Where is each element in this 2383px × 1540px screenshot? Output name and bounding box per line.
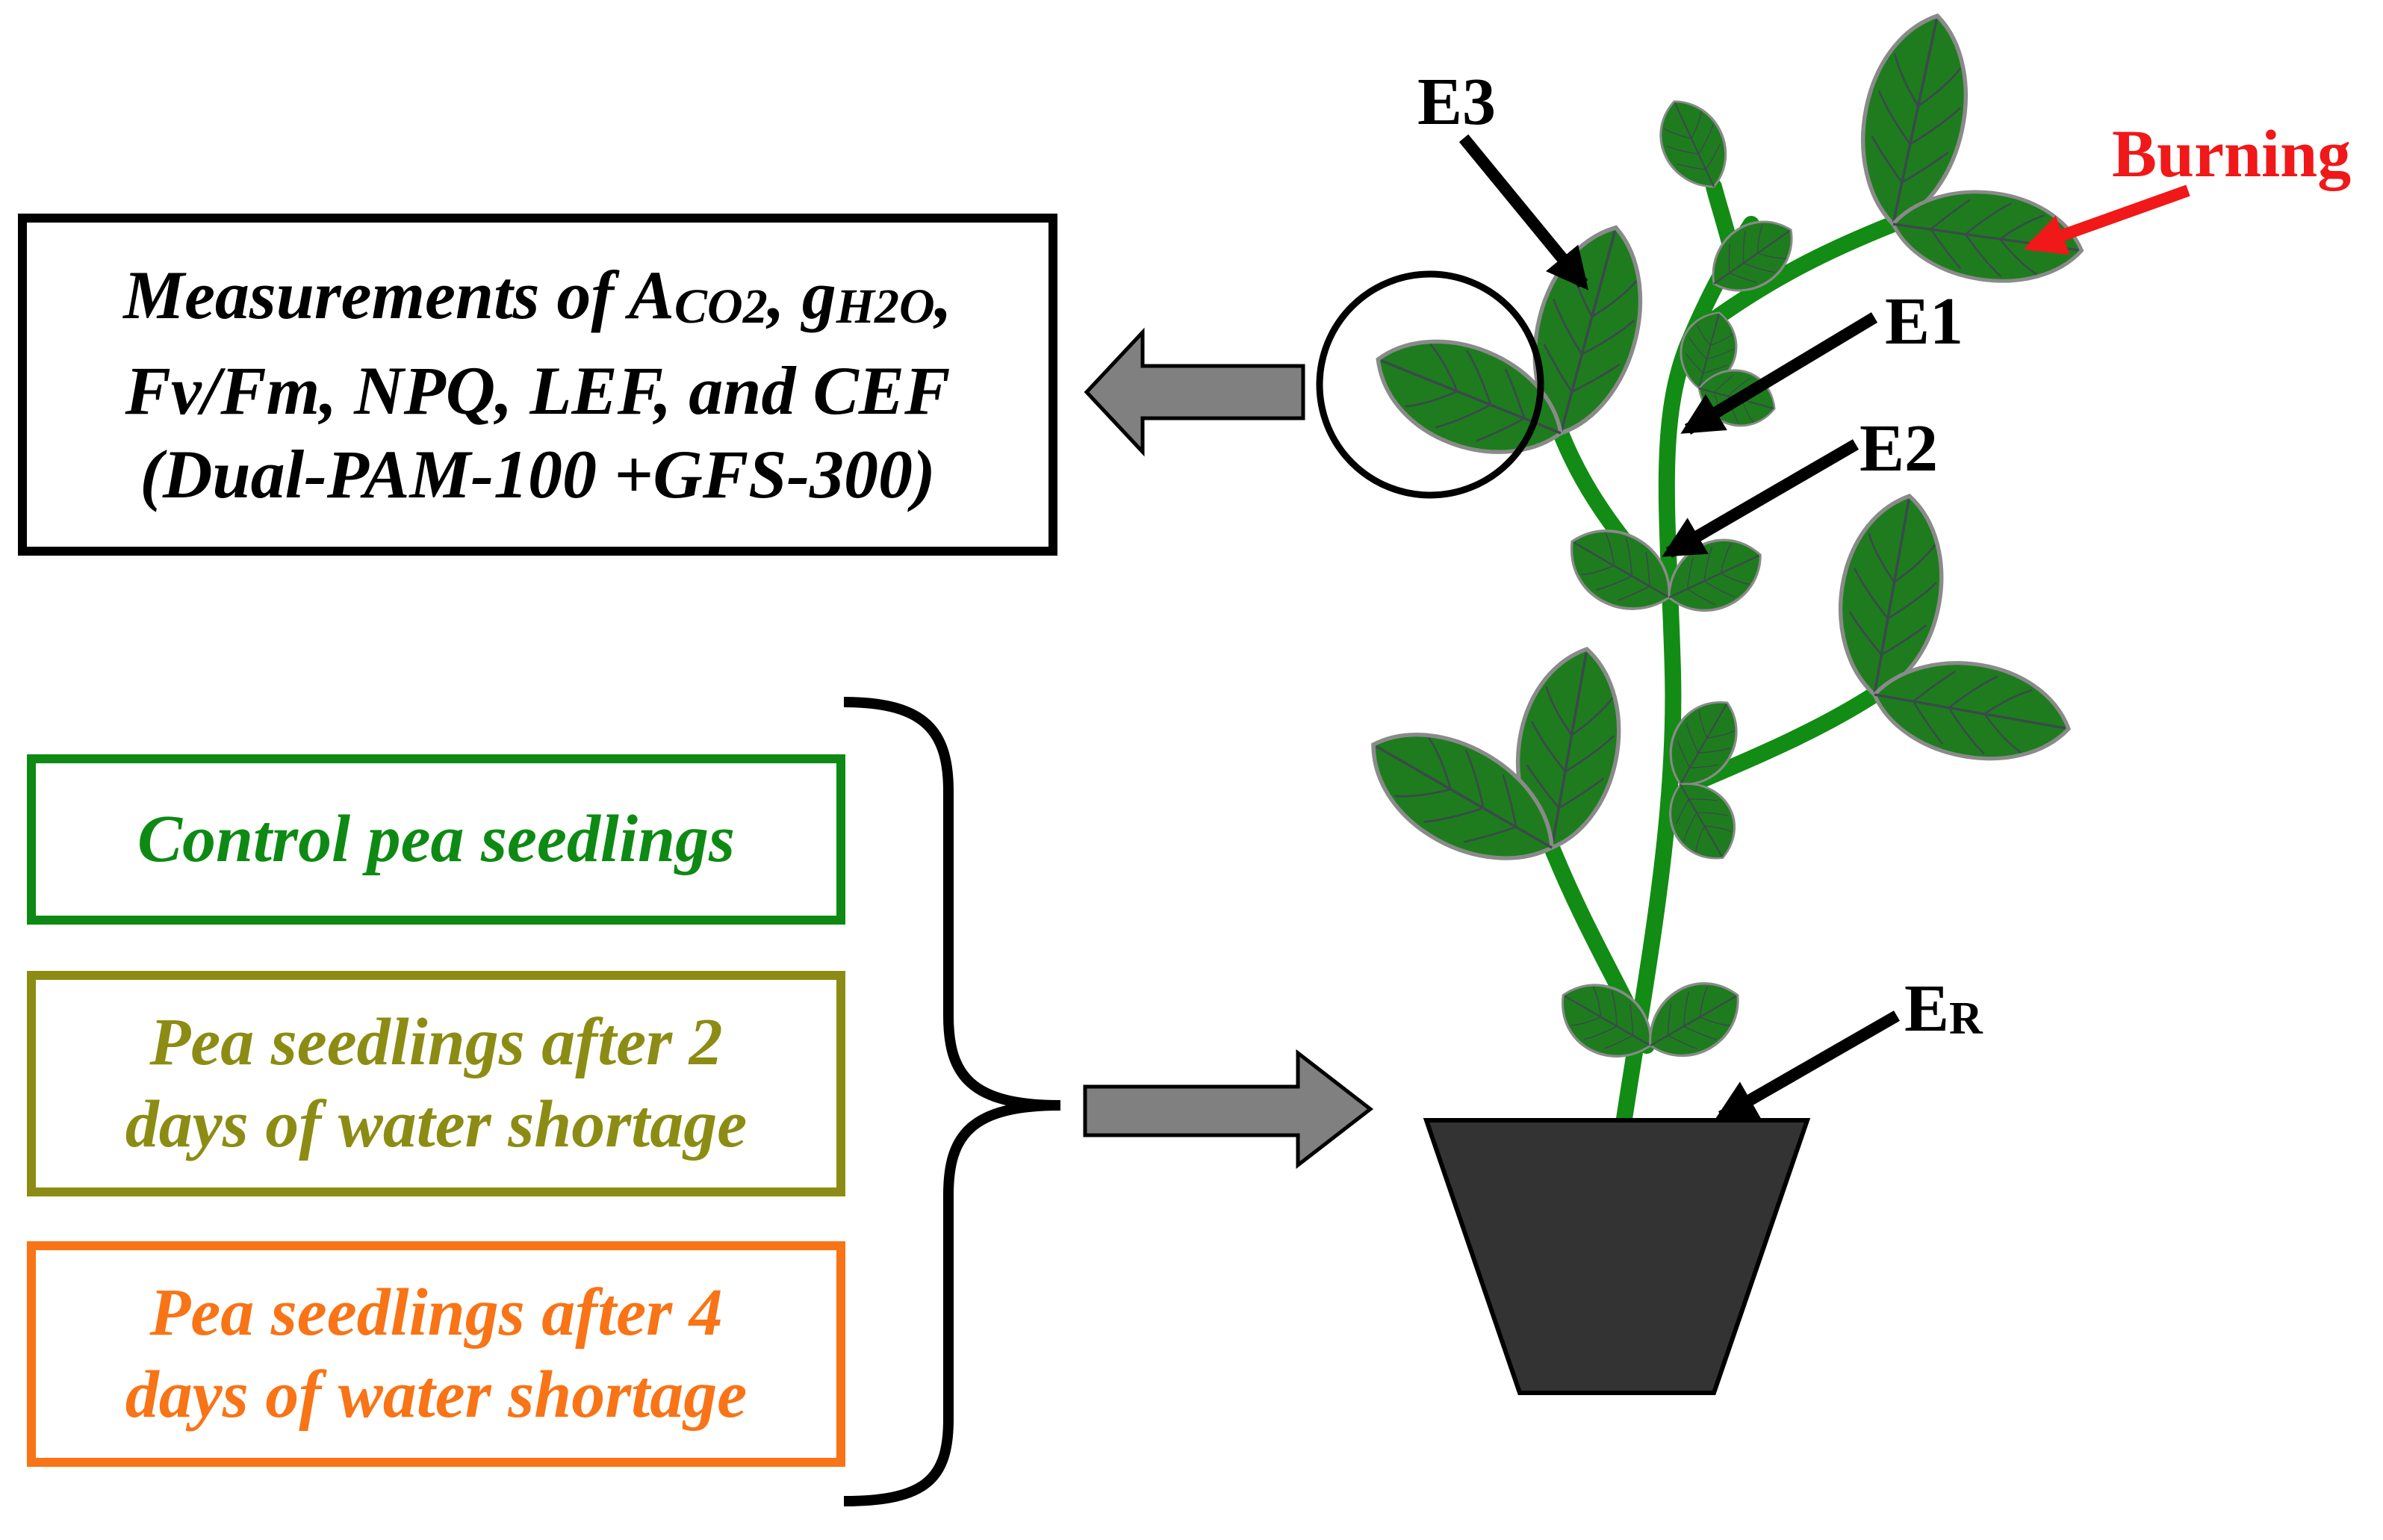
label-e1: E1 [1885,285,1964,358]
measurement-line-3: (Dual-PAM-100 +GFS-300) [140,436,936,512]
measurement-box: Measurements of ACO2, gH2O, Fv/Fm, NPQ, … [18,214,1057,556]
measurement-text-g: , g [767,257,836,333]
label-burning: Burning [2112,117,2352,191]
group-4-days-line-2: days of water shortage [125,1358,748,1432]
measurement-text-comma: , [934,257,952,333]
right-block-arrow [1083,1049,1374,1170]
measurement-sub-h2o: H2O [836,279,935,334]
group-4-days-box: Pea seedlings after 4 days of water shor… [27,1241,845,1467]
measurement-line-2: Fv/Fm, NPQ, LEF, and CEF [125,353,951,429]
group-2-days-line-1: Pea seedlings after 2 [149,1005,723,1079]
measurement-sub-co2: CO2 [674,279,768,334]
er-arrow [1714,1010,1900,1122]
measurement-line-1: Measurements of ACO2, gH2O, [123,253,951,349]
label-er-main: E [1904,972,1950,1046]
plant-pot [1423,1118,1811,1395]
measurement-text-a: Measurements of A [123,257,675,333]
group-control-label: Control pea seedlings [137,802,736,876]
label-e3: E3 [1417,65,1497,139]
label-er: ER [1904,975,1983,1043]
burning-arrow [2023,184,2190,255]
label-er-sub: R [1949,993,1983,1044]
e1-arrow [1680,312,1878,435]
group-brace [843,697,1061,1506]
group-4-days-line-1: Pea seedlings after 4 [149,1276,723,1350]
e2-arrow [1662,439,1860,558]
plant-leaves [1348,5,2088,1076]
e3-arrow [1458,134,1589,291]
group-2-days-line-2: days of water shortage [125,1087,748,1161]
left-block-arrow [1084,327,1305,457]
measured-leaf-circle [1316,270,1544,499]
label-e2: E2 [1860,412,1939,485]
group-control-box: Control pea seedlings [27,754,845,925]
group-2-days-box: Pea seedlings after 2 days of water shor… [27,971,845,1196]
